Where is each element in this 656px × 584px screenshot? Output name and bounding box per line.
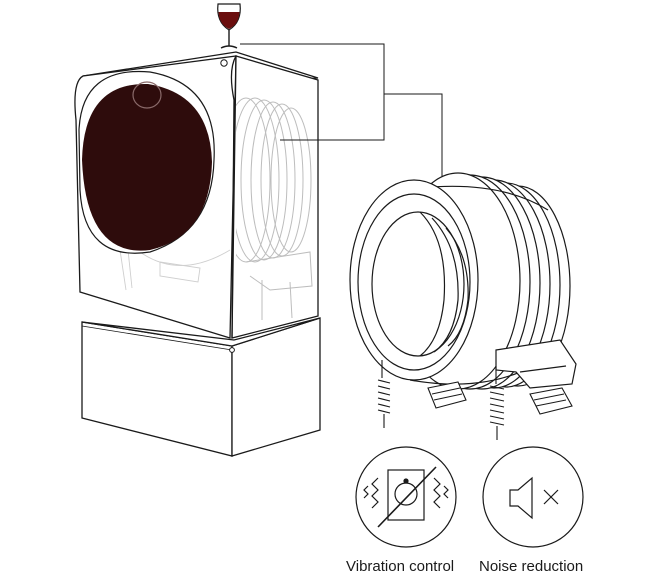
vibration-control-label: Vibration control xyxy=(346,558,455,575)
vibration-control-icon xyxy=(355,446,457,548)
noise-reduction-label: Noise reduction xyxy=(479,558,584,575)
noise-reduction-icon xyxy=(482,446,584,548)
indicator-circle xyxy=(220,59,228,67)
pedestal-drawer xyxy=(81,317,321,457)
door-porthole xyxy=(78,70,215,254)
ghost-drum-left xyxy=(119,249,231,291)
drum-assembly xyxy=(349,172,577,390)
leader-lines xyxy=(240,43,443,190)
wine-glass-icon xyxy=(217,3,241,49)
ghost-drum xyxy=(236,97,313,320)
damper-springs xyxy=(377,360,573,440)
